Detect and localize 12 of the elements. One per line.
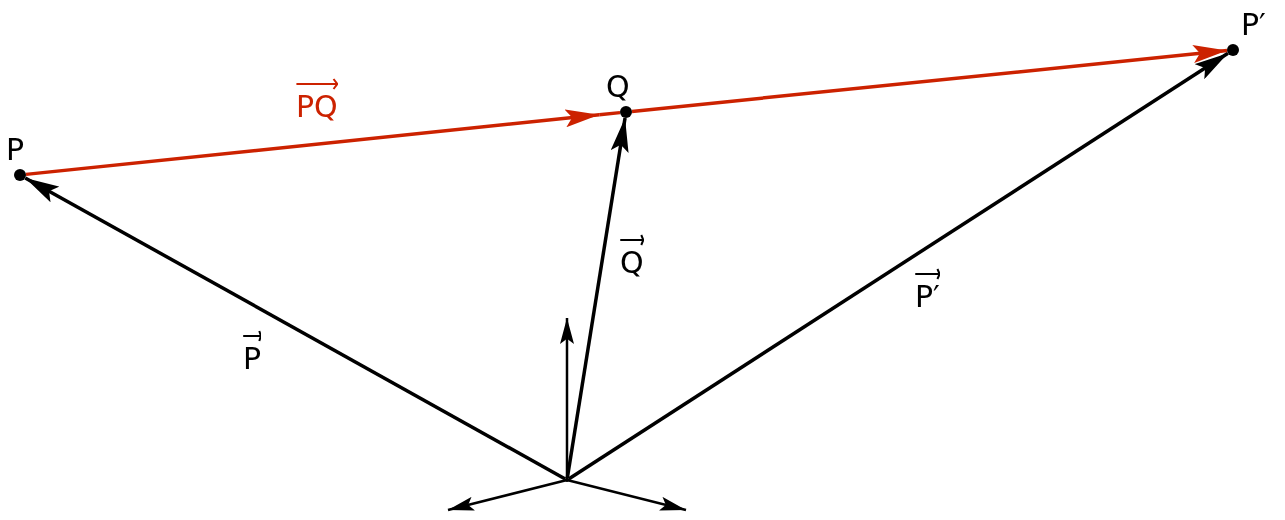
- point-label: P′: [1241, 6, 1266, 44]
- vector-arrow: [567, 51, 1229, 481]
- vector-arrow: [24, 176, 567, 481]
- origin-point: [565, 478, 569, 482]
- vector-label: Q: [620, 246, 644, 280]
- point-label: Q: [606, 68, 630, 106]
- vector-arrow: [25, 107, 621, 177]
- vector-label: P: [243, 342, 262, 376]
- vector-label: PQ: [296, 90, 338, 124]
- vector-label: P′: [915, 280, 940, 314]
- point-label: P: [6, 131, 25, 169]
- vector-arrow: [631, 43, 1228, 114]
